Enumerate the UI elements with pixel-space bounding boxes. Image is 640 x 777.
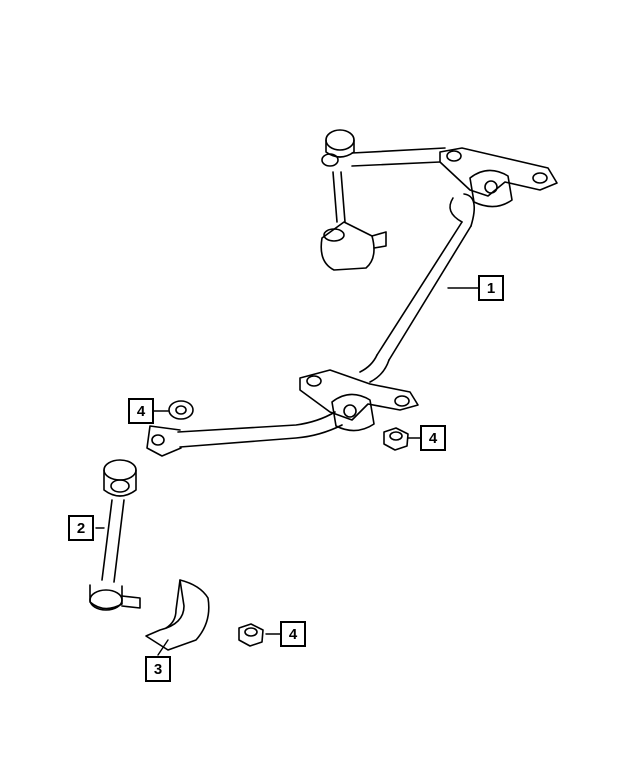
stabilizer-bar [146,147,558,457]
callout-3: 3 [145,656,171,682]
hex-nut-right [383,427,409,451]
installed-link [320,129,387,271]
washer [168,400,194,420]
callout-4-nut-right: 4 [420,425,446,451]
hex-nut-bottom [238,623,264,647]
link-bracket [145,579,210,651]
leader-lines [95,287,479,656]
callout-1: 1 [478,275,504,301]
stabilizer-link [89,459,141,611]
callout-2: 2 [68,515,94,541]
callout-4-nut-bottom: 4 [280,621,306,647]
callout-4-washer: 4 [128,398,154,424]
